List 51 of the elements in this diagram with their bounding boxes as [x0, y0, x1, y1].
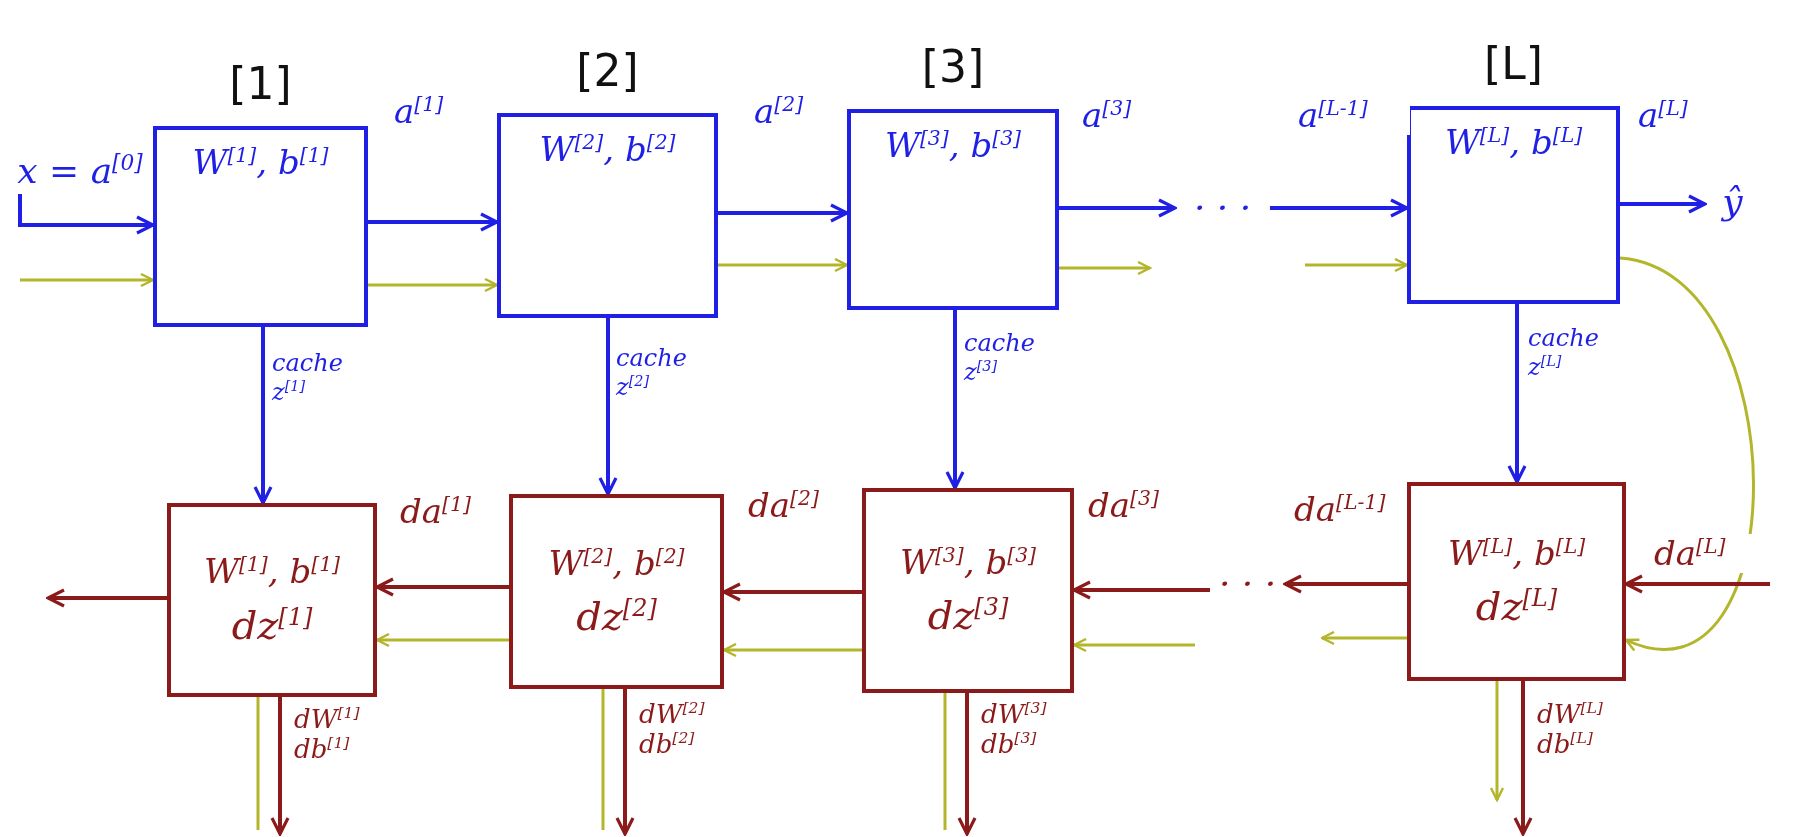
connector-line: [256, 697, 260, 830]
parameter-text: W$^{[L]}$, b$^{[L]}$: [1447, 534, 1586, 573]
arrow: [1320, 630, 1407, 646]
arrow: [1620, 194, 1707, 214]
backward-block: [862, 488, 1074, 693]
arrow: [46, 588, 167, 608]
parameter-text: W$^{[1]}$, b$^{[1]}$: [192, 144, 329, 182]
arrow: [368, 212, 499, 232]
arrow: [270, 697, 290, 836]
math-text: x = a$^{[0]}$: [17, 151, 143, 191]
arrow: [957, 693, 977, 836]
arrow: [20, 272, 155, 288]
backward-block: [509, 494, 724, 689]
arrow: [1059, 198, 1177, 218]
parameter-text: W$^{[2]}$, b$^{[2]}$: [548, 544, 685, 583]
arrow: [253, 327, 273, 505]
arrow: [945, 310, 965, 490]
parameter-text: W$^{[L]}$, b$^{[L]}$: [1444, 124, 1583, 162]
arrow: [615, 689, 635, 836]
arrow: [1270, 198, 1409, 218]
arrow: [1305, 257, 1409, 273]
layer-heading: [2]: [575, 45, 640, 98]
parameter-text: W$^{[1]}$, b$^{[1]}$: [203, 553, 341, 591]
arrow: [1507, 304, 1527, 484]
gradient-text: dz$^{[L]}$: [1475, 584, 1558, 629]
backward-block: [167, 503, 377, 697]
arrow: [1283, 574, 1407, 594]
layer-heading: [3]: [920, 41, 986, 94]
arrow: [598, 318, 618, 496]
parameter-text: W$^{[2]}$, b$^{[2]}$: [539, 131, 676, 169]
connector-line: [601, 689, 605, 830]
arrow: [1489, 681, 1505, 802]
layer-heading: [1]: [228, 58, 293, 111]
math-text: · · ·: [1193, 188, 1252, 228]
arrow: [718, 257, 849, 273]
arrow: [1619, 256, 1755, 651]
gradient-text: dz$^{[1]}$: [231, 602, 313, 647]
backward-block: [1407, 482, 1626, 681]
math-text: ŷ: [1722, 182, 1743, 222]
parameter-text: W$^{[3]}$, b$^{[3]}$: [884, 127, 1022, 165]
math-text: · · ·: [1218, 564, 1277, 604]
gradient-text: dz$^{[2]}$: [576, 594, 657, 639]
connector-line: [943, 693, 947, 830]
arrow: [1059, 260, 1152, 276]
layer-heading: [L]: [1483, 38, 1544, 91]
arrow: [18, 194, 155, 235]
gradient-text: dz$^{[3]}$: [927, 593, 1009, 638]
arrow: [1513, 681, 1533, 836]
arrow: [718, 203, 849, 223]
parameter-text: W$^{[3]}$, b$^{[3]}$: [899, 543, 1037, 582]
arrow: [368, 277, 499, 293]
